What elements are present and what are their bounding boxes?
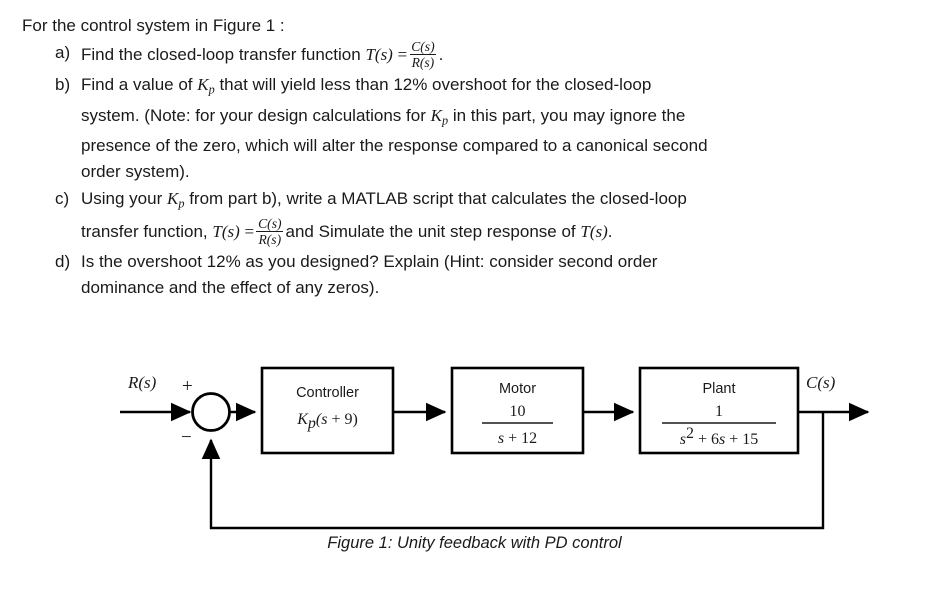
item-body-b: Find a value of Kp that will yield less …	[81, 72, 935, 185]
item-c-ts: T(s)	[580, 221, 608, 241]
item-c-lhs: T(s)	[212, 221, 240, 241]
item-marker-c: c)	[55, 189, 70, 209]
controller-expression: Kp(s + 9)	[296, 411, 358, 432]
item-c-period: .	[607, 221, 613, 241]
item-b-line1a: Find a value of	[81, 75, 193, 95]
input-label: R(s)	[127, 373, 157, 392]
output-label: C(s)	[806, 373, 836, 392]
motor-block	[450, 366, 585, 455]
item-body-d: Is the overshoot 12% as you designed? Ex…	[81, 249, 935, 301]
list-item: d) Is the overshoot 12% as you designed?…	[55, 249, 935, 301]
item-body-a: Find the closed-loop transfer function T…	[81, 39, 935, 71]
cropped-heading	[22, 0, 927, 4]
item-a-eq: =	[397, 45, 408, 65]
item-b-line2a: system. (Note: for your design calculati…	[81, 105, 426, 125]
plant-denominator: s2 + 6s + 15	[680, 425, 759, 448]
motor-numerator: 10	[510, 403, 526, 420]
item-d-line2: dominance and the effect of any zeros).	[81, 278, 380, 298]
figure-caption: Figure 1: Unity feedback with PD control	[327, 534, 622, 552]
item-c-eq: =	[244, 221, 255, 241]
item-c-denominator: R(s)	[256, 230, 284, 247]
block-diagram: R(s) C(s) + − Controller Kp(s + 9) Motor…	[0, 348, 949, 558]
item-b-line2b: in this part, you may ignore the	[452, 105, 686, 125]
item-a-text: Find the closed-loop transfer function	[81, 45, 361, 65]
item-b-kp-sub-1: p	[208, 82, 215, 97]
item-marker-a: a)	[55, 43, 71, 62]
item-body-c: Using your Kp from part b), write a MATL…	[81, 186, 935, 248]
item-a-period: .	[438, 45, 444, 65]
item-c-kp-sub: p	[178, 196, 185, 211]
item-b-kp-sub-2: p	[441, 113, 449, 128]
sum-plus-sign: +	[182, 376, 193, 397]
item-c-kp: K	[167, 189, 179, 209]
item-b-kp-1: K	[197, 75, 209, 95]
item-c-line2b: and Simulate the unit step response of	[285, 221, 576, 241]
item-a-fraction: C(s)R(s)	[409, 39, 437, 71]
sum-minus-sign: −	[181, 427, 192, 448]
item-c-fraction: C(s)R(s)	[256, 215, 284, 247]
item-b-line4: order system).	[81, 162, 190, 182]
item-b-line3: presence of the zero, which will alter t…	[81, 136, 708, 156]
item-marker-d: d)	[55, 252, 71, 272]
item-a-numerator: C(s)	[411, 39, 435, 54]
item-c-line1a: Using your	[81, 189, 163, 209]
item-a-lhs: T(s)	[365, 45, 393, 65]
item-c-numerator: C(s)	[258, 215, 282, 231]
item-a-denominator: R(s)	[409, 54, 437, 71]
list-item: c) Using your Kp from part b), write a M…	[55, 186, 935, 248]
intro-line: For the control system in Figure 1 :	[22, 16, 285, 35]
summing-junction	[191, 392, 231, 432]
item-b-kp-2: K	[430, 105, 442, 125]
motor-title: Motor	[499, 381, 536, 397]
controller-title: Controller	[296, 385, 359, 401]
plant-title: Plant	[702, 381, 735, 397]
item-d-line1: Is the overshoot 12% as you designed? Ex…	[81, 252, 658, 272]
item-c-line2a: transfer function,	[81, 221, 208, 241]
plant-block	[638, 366, 800, 455]
list-item: b) Find a value of Kp that will yield le…	[55, 72, 935, 185]
feedback-path	[201, 412, 825, 530]
item-c-line1b: from part b), write a MATLAB script that…	[189, 189, 687, 209]
controller-block	[260, 366, 395, 455]
list-item: a) Find the closed-loop transfer functio…	[55, 39, 935, 71]
question-list: a) Find the closed-loop transfer functio…	[55, 39, 935, 302]
item-marker-b: b)	[55, 75, 71, 95]
plant-numerator: 1	[715, 403, 723, 420]
motor-denominator: s + 12	[498, 430, 537, 447]
item-b-line1b: that will yield less than 12% overshoot …	[219, 75, 652, 95]
